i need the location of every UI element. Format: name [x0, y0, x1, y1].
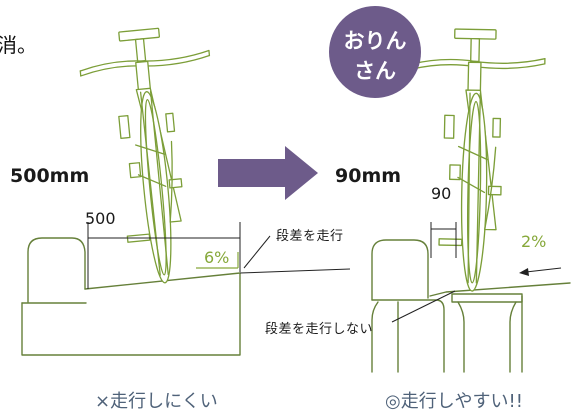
left-slope-marker [196, 252, 239, 269]
right-curb-block [371, 239, 429, 301]
left-callout-text: 段差を走行 [276, 229, 344, 244]
gutter-left-wall [457, 301, 465, 373]
badge-circle [329, 6, 421, 98]
gutter-right-wall [509, 301, 517, 373]
left-arrow-icon [519, 267, 562, 276]
right-bicycle [405, 27, 547, 294]
right-scene: 90 2% 段差を走行しない 90mm ◎走行しやすい!! [265, 27, 571, 412]
left-dimension-lines [87, 222, 241, 289]
right-outer-wall [371, 301, 379, 373]
right-arrow-icon [218, 146, 318, 200]
right-dimension-label: 90 [431, 184, 451, 203]
left-caption: ×走行しにくい [95, 391, 218, 412]
left-curb-block [27, 237, 86, 303]
gutter-grate [451, 293, 523, 303]
right-callout-line [391, 290, 456, 323]
left-dimension-label: 500 [85, 209, 116, 228]
cropped-text-fragment: 消。 [0, 33, 37, 57]
right-dimension-lines [430, 222, 457, 258]
right-gap-label: 90mm [335, 165, 401, 187]
right-callout-text: 段差を走行しない [265, 322, 373, 337]
right-caption: ◎走行しやすい!! [385, 391, 523, 412]
right-curb-base [371, 299, 445, 373]
right-road [429, 282, 571, 297]
left-gap-label: 500mm [10, 165, 89, 187]
left-scene: 500 6% 段差を走行 500mm ×走行しにくい [10, 23, 351, 412]
left-upper-road-line [239, 268, 351, 274]
left-ground-outline [21, 272, 241, 356]
badge-line-1: おりん [344, 29, 407, 53]
badge-line-2: さん [354, 59, 396, 83]
left-slope-label: 6% [204, 248, 229, 267]
orin-san-badge: おりん さん [329, 6, 421, 98]
left-callout-line [243, 235, 271, 269]
right-slope-label: 2% [521, 232, 546, 251]
